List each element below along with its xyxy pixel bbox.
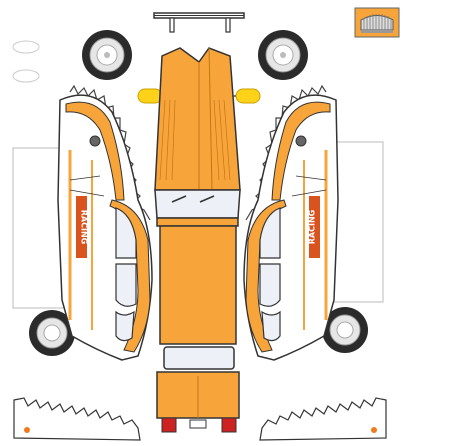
fender-rear-right bbox=[259, 397, 387, 441]
right-side-panel bbox=[243, 84, 384, 361]
wheel-front-right bbox=[258, 30, 308, 80]
main-body-strip bbox=[154, 47, 241, 433]
tab-oval-2 bbox=[12, 69, 40, 83]
fender-rear-left bbox=[13, 397, 141, 441]
wheel-rear-left bbox=[29, 310, 75, 356]
grille-part bbox=[354, 7, 400, 38]
decal-text-right: RACING bbox=[308, 210, 317, 244]
decal-text-left: RACING bbox=[80, 210, 89, 244]
left-side-panel: RACING bbox=[12, 84, 153, 361]
headlight-right bbox=[230, 88, 261, 104]
tab-oval-1 bbox=[12, 40, 40, 54]
wheel-rear-right bbox=[322, 307, 368, 353]
front-bumper-part bbox=[153, 12, 245, 33]
wheel-front-left bbox=[82, 30, 132, 80]
